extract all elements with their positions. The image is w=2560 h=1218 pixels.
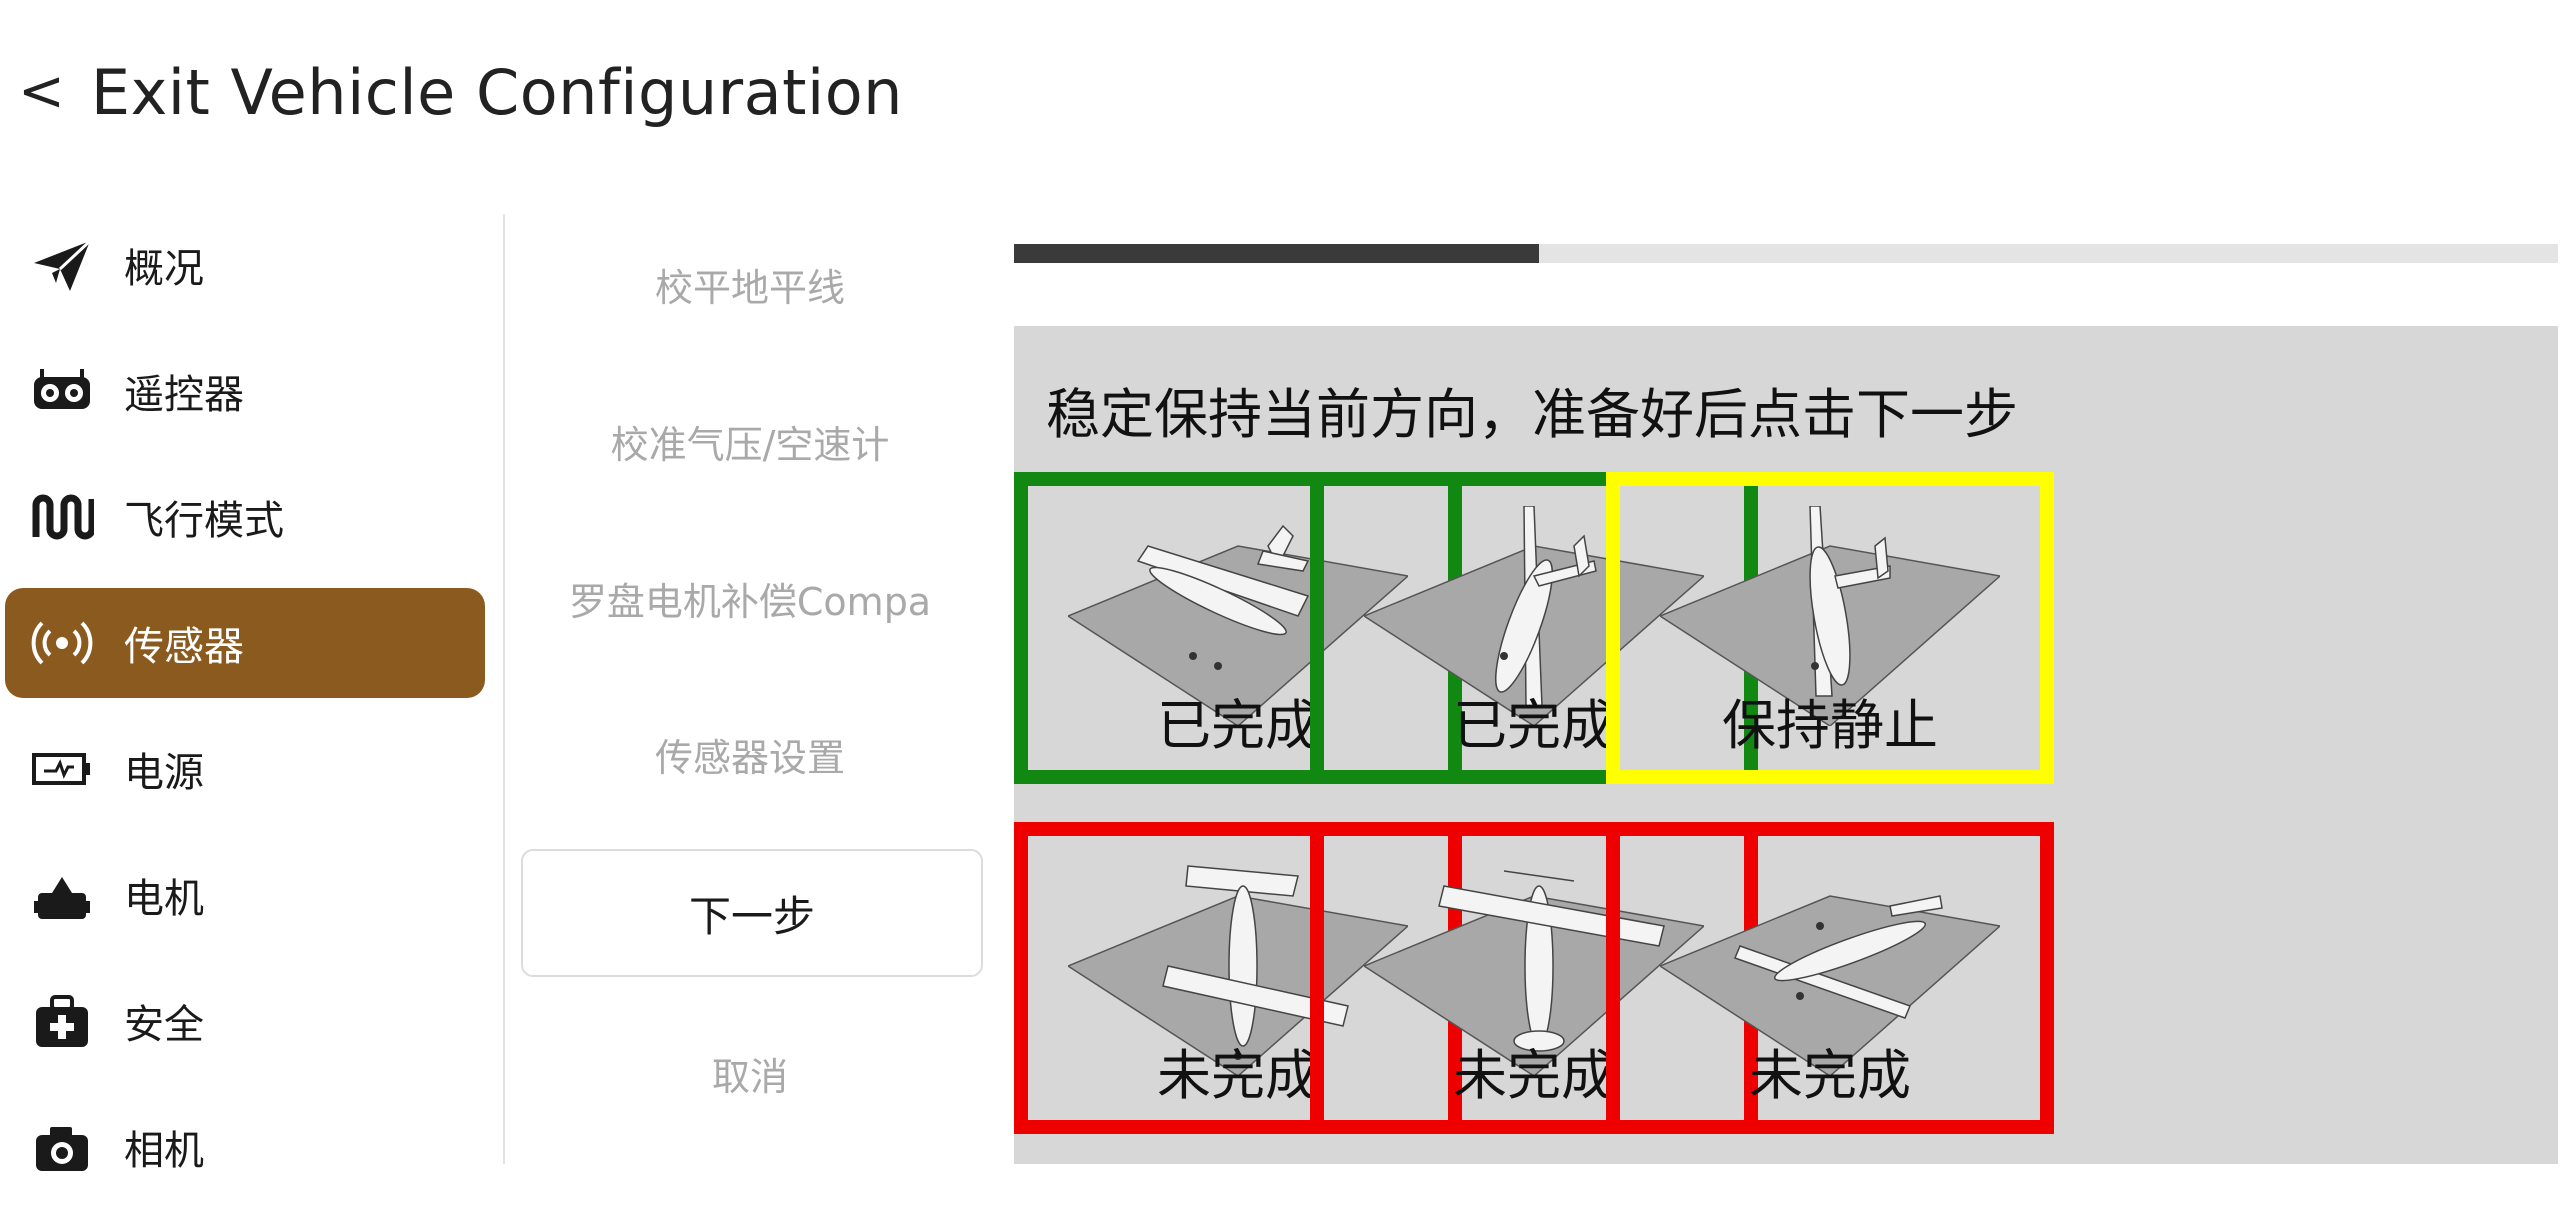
sidebar-item-label: 相机 bbox=[124, 1128, 204, 1174]
radio-controller-icon bbox=[30, 359, 94, 423]
sidebar-item-label: 遥控器 bbox=[124, 372, 244, 418]
sidebar-item-label: 飞行模式 bbox=[124, 498, 284, 544]
tile-status-label: 已完成 bbox=[1157, 694, 1319, 757]
step-level-horizon[interactable]: 校平地平线 bbox=[654, 266, 845, 310]
motor-icon bbox=[30, 863, 94, 927]
sidebar-item-power[interactable]: 电源 bbox=[0, 714, 492, 824]
sidebar-item-camera[interactable]: 相机 bbox=[0, 1092, 492, 1202]
sidebar-divider bbox=[503, 214, 505, 1164]
next-button[interactable]: 下一步 bbox=[521, 849, 983, 977]
sidebar-item-label: 概况 bbox=[124, 246, 204, 292]
airplane-right-wing-down-icon bbox=[1660, 506, 2000, 726]
sensor-broadcast-icon bbox=[30, 611, 94, 675]
tile-status-label: 未完成 bbox=[1749, 1044, 1911, 1107]
tile-status-label: 未完成 bbox=[1453, 1044, 1615, 1107]
page-title: Exit Vehicle Configuration bbox=[90, 55, 903, 129]
battery-icon bbox=[30, 737, 94, 801]
calibration-panel: 稳定保持当前方向，准备好后点击下一步 已完成 已完成 bbox=[1014, 326, 2558, 1164]
wave-icon bbox=[30, 485, 94, 549]
cancel-button[interactable]: 取消 bbox=[711, 1055, 788, 1099]
sidebar-item-motors[interactable]: 电机 bbox=[0, 840, 492, 950]
paper-plane-icon bbox=[30, 233, 94, 297]
sidebar-item-label: 传感器 bbox=[124, 624, 244, 670]
airplane-upside-down-icon bbox=[1660, 895, 2000, 1076]
sidebar-item-radio[interactable]: 遥控器 bbox=[0, 336, 492, 446]
sidebar-item-label: 电源 bbox=[124, 750, 204, 796]
sidebar-item-summary[interactable]: 概况 bbox=[0, 210, 492, 320]
sidebar: 概况 遥控器 飞行模式 传感器 电源 电机 安全 bbox=[0, 210, 492, 1218]
sidebar-item-label: 安全 bbox=[124, 1002, 204, 1048]
sidebar-item-label: 电机 bbox=[124, 876, 204, 922]
back-chevron-icon: < bbox=[18, 59, 65, 124]
orientation-tile-upside-down[interactable]: 未完成 bbox=[1606, 822, 2054, 1134]
step-sensor-settings[interactable]: 传感器设置 bbox=[654, 736, 845, 780]
tile-status-label: 未完成 bbox=[1157, 1044, 1319, 1107]
step-compass-motor-interference[interactable]: 罗盘电机补偿Compa bbox=[568, 580, 932, 624]
sidebar-item-safety[interactable]: 安全 bbox=[0, 966, 492, 1076]
tile-status-label: 已完成 bbox=[1453, 694, 1615, 757]
orientation-tile-right-wing-down[interactable]: 保持静止 bbox=[1606, 472, 2054, 784]
calibration-progress-fill bbox=[1014, 244, 1539, 263]
sidebar-item-flight-modes[interactable]: 飞行模式 bbox=[0, 462, 492, 572]
sidebar-item-sensors[interactable]: 传感器 bbox=[5, 588, 485, 698]
step-calibrate-airspeed[interactable]: 校准气压/空速计 bbox=[610, 423, 890, 467]
exit-vehicle-configuration-link[interactable]: < Exit Vehicle Configuration bbox=[18, 52, 903, 132]
first-aid-icon bbox=[30, 989, 94, 1053]
calibration-instruction: 稳定保持当前方向，准备好后点击下一步 bbox=[1046, 383, 2018, 446]
calibration-progress-bar bbox=[1014, 244, 2558, 263]
tile-status-label: 保持静止 bbox=[1722, 694, 1938, 757]
camera-icon bbox=[30, 1115, 94, 1179]
